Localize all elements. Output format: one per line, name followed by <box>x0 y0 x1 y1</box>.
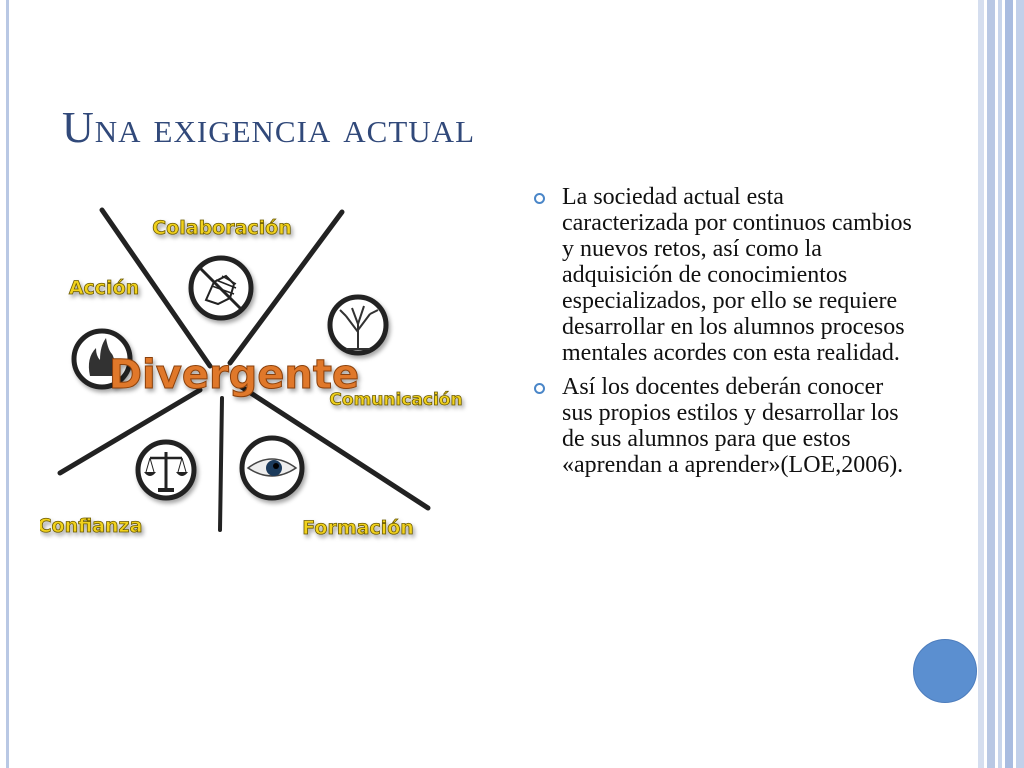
bullet-item: Así los docentes deberán conocer sus pro… <box>532 374 912 478</box>
label-comunicacion: Comunicación <box>329 390 462 410</box>
bullet-list: La sociedad actual esta caracterizada po… <box>532 184 912 486</box>
label-formacion: Formación <box>302 517 414 539</box>
bullet-text: Así los docentes deberán conocer sus pro… <box>562 374 904 478</box>
right-decorative-stripes <box>978 0 1024 768</box>
tree-icon <box>327 294 389 356</box>
bullet-ring-icon <box>534 193 545 204</box>
slide-title: Una exigencia actual <box>62 103 476 152</box>
eye-icon <box>239 435 305 501</box>
label-confianza: Confianza <box>40 515 142 537</box>
bullet-item: La sociedad actual esta caracterizada po… <box>532 184 912 366</box>
scales-icon <box>135 439 197 501</box>
decorative-circle <box>913 639 977 703</box>
bullet-ring-icon <box>534 383 545 394</box>
radiating-lines <box>57 207 431 532</box>
divergente-diagram: Colaboración Acción Comunicación Confian… <box>40 207 463 539</box>
center-label-divergente: Divergente <box>109 352 359 398</box>
left-border-rule <box>6 0 9 768</box>
bullet-text: La sociedad actual esta caracterizada po… <box>562 184 912 366</box>
label-accion: Acción <box>69 277 139 299</box>
label-colaboracion: Colaboración <box>152 217 292 239</box>
hand-icon <box>188 255 254 321</box>
fire-icon <box>71 328 133 390</box>
